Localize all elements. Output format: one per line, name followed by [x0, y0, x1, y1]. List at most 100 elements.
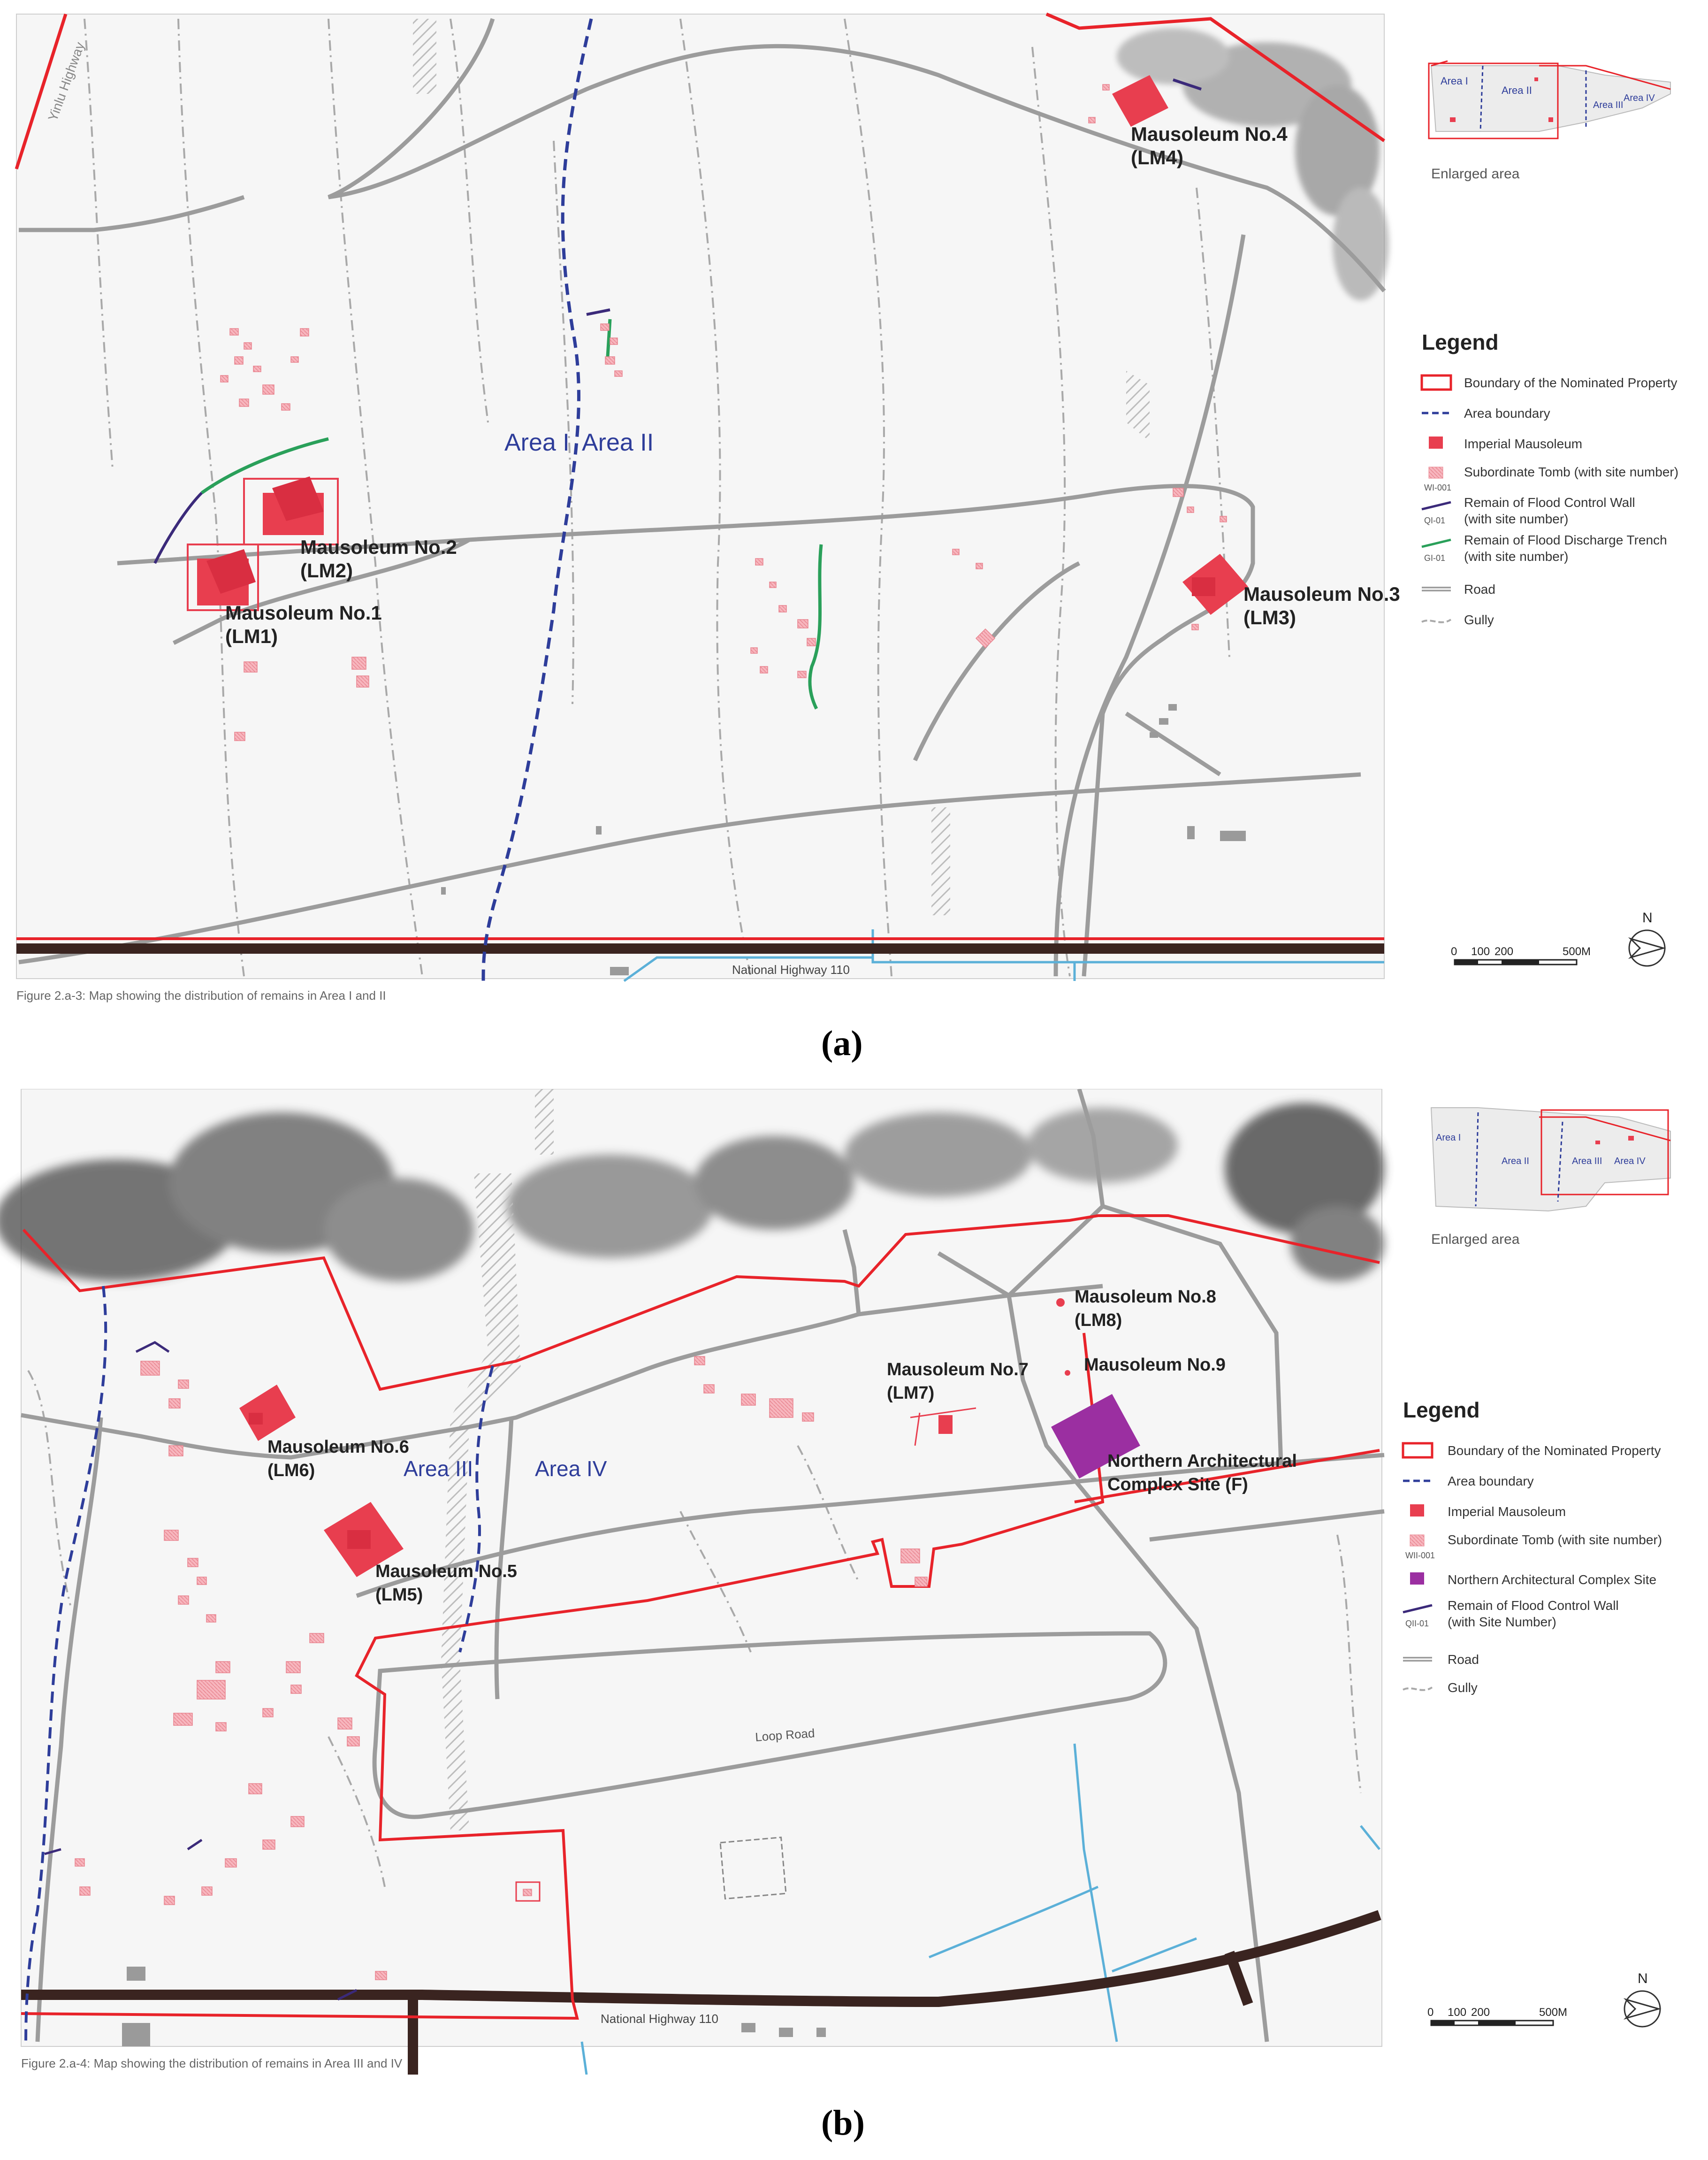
legend-b-label-2: Imperial Mausoleum	[1448, 1504, 1566, 1519]
scale-bar-b: 0 100 200 500M	[1427, 2006, 1567, 2026]
legend-a-label-2: Imperial Mausoleum	[1464, 437, 1582, 451]
legend-a-label-7: Gully	[1464, 613, 1494, 627]
complex-label-line2: Complex Site (F)	[1107, 1475, 1248, 1494]
area-label-i: Area I	[504, 429, 570, 456]
gullies-b	[27, 1370, 1362, 1887]
legend-a-label-3: Subordinate Tomb (with site number)	[1464, 465, 1678, 479]
area-label-ii: Area II	[582, 429, 654, 456]
inset-b-area-3: Area III	[1572, 1156, 1602, 1166]
legend-a-label-0: Boundary of the Nominated Property	[1464, 375, 1677, 390]
inset-a-area-2: Area II	[1502, 84, 1532, 96]
hatched-zone	[413, 19, 436, 94]
hatched-zone	[931, 807, 950, 915]
inset-a-area-3: Area III	[1593, 100, 1623, 110]
lm7-code: (LM7)	[887, 1383, 934, 1403]
nominated-boundary	[15, 12, 1386, 170]
flood-trenches	[200, 319, 823, 710]
inset-a-area-1: Area I	[1441, 75, 1468, 87]
legend-b: Legend Boundary of the Nominated Propert…	[1402, 1398, 1662, 1695]
scale-bar-a: 0 100 200 500M	[1451, 945, 1591, 965]
mausoleum-lm9	[1065, 1370, 1070, 1376]
inset-b-area-4: Area IV	[1614, 1156, 1646, 1166]
inset-a-caption: Enlarged area	[1431, 166, 1520, 182]
north-arrow-icon: N	[1628, 910, 1666, 967]
legend-a-label-4b: (with site number)	[1464, 512, 1569, 526]
lm2-code: (LM2)	[300, 559, 353, 582]
figure-caption-a: Figure 2.a-3: Map showing the distributi…	[16, 988, 386, 1003]
north-a-label: N	[1642, 910, 1653, 926]
mausoleum-lm2	[243, 476, 339, 545]
complex-label-line1: Northern Architectural	[1107, 1451, 1297, 1471]
lm3-name: Mausoleum No.3	[1243, 583, 1400, 605]
north-arrow-icon: N	[1623, 1971, 1662, 2028]
legend-a: Legend Boundary of the Nominated Propert…	[1420, 330, 1678, 627]
legend-b-sub-5: QII-01	[1405, 1619, 1429, 1628]
legend-a-sub-4: QI-01	[1424, 516, 1445, 525]
lm4-name: Mausoleum No.4	[1131, 123, 1288, 145]
inset-map-a: Area I Area II Area III Area IV Enlarged…	[1428, 60, 1671, 182]
legend-b-label-4: Northern Architectural Complex Site	[1448, 1572, 1656, 1587]
legend-a-label-4: Remain of Flood Control Wall	[1464, 495, 1635, 510]
flood-walls-b	[44, 1341, 358, 2001]
inset-b-area-1: Area I	[1436, 1133, 1461, 1143]
map-panel-b: National Highway 110 Area III Area IV Lo…	[0, 1089, 1671, 2075]
mausoleum-lm7	[910, 1407, 976, 1446]
lm3-code: (LM3)	[1243, 606, 1296, 628]
legend-a-sub-3: WI-001	[1424, 483, 1451, 492]
boundary-north-b	[22, 1214, 1380, 1391]
buildings	[441, 704, 1246, 975]
lm1-code: (LM1)	[225, 625, 278, 647]
mausoleum-lm5	[324, 1502, 404, 1577]
inset-map-b: Area I Area II Area III Area IV Enlarged…	[1430, 1107, 1671, 1247]
scale-a-tick-0: 0	[1451, 945, 1457, 958]
lm2-name: Mausoleum No.2	[300, 536, 457, 558]
area-label-iv: Area IV	[535, 1456, 607, 1481]
hatched-zone	[1126, 371, 1150, 441]
lm7-name: Mausoleum No.7	[887, 1360, 1029, 1379]
area-label-iii: Area III	[404, 1456, 473, 1481]
subordinate-tombs-b	[75, 1356, 928, 1980]
lm4-code: (LM4)	[1131, 146, 1183, 169]
legend-a-sub-5: GI-01	[1424, 553, 1445, 563]
legend-a-label-1: Area boundary	[1464, 406, 1550, 421]
scale-b-tick-0: 0	[1427, 2006, 1434, 2019]
inset-b-area-2: Area II	[1502, 1156, 1529, 1166]
legend-b-sub-3: WII-001	[1405, 1551, 1435, 1560]
legend-b-label-5: Remain of Flood Control Wall	[1448, 1598, 1619, 1613]
north-b-label: N	[1638, 1971, 1648, 1986]
lm5-code: (LM5)	[375, 1585, 423, 1605]
subordinate-tombs	[220, 84, 1227, 741]
legend-b-label-1: Area boundary	[1448, 1474, 1534, 1488]
northern-complex-site	[1051, 1394, 1140, 1478]
lm6-name: Mausoleum No.6	[267, 1437, 409, 1457]
lm9-name: Mausoleum No.9	[1084, 1355, 1226, 1375]
scale-b-tick-3: 500M	[1539, 2006, 1567, 2019]
legend-b-label-7: Gully	[1448, 1680, 1478, 1695]
roads-b	[21, 1089, 1385, 2042]
area-boundary-line	[481, 18, 593, 981]
scale-b-tick-2: 200	[1471, 2006, 1490, 2019]
legend-b-title: Legend	[1403, 1398, 1480, 1422]
inset-a-area-4: Area IV	[1624, 93, 1655, 103]
roads	[18, 18, 1386, 977]
legend-b-label-0: Boundary of the Nominated Property	[1448, 1443, 1661, 1458]
mausoleum-lm3	[1182, 554, 1248, 615]
legend-b-label-3: Subordinate Tomb (with site number)	[1448, 1532, 1662, 1547]
boundary-south-b	[21, 1333, 1105, 2020]
figure-caption-b: Figure 2.a-4: Map showing the distributi…	[21, 2056, 403, 2070]
scale-a-tick-3: 500M	[1563, 945, 1591, 958]
map-panel-a: National Highway 110 Yinlu Highway Area …	[15, 12, 1678, 1003]
buildings-b	[122, 1967, 826, 2046]
national-highway-label: National Highway 110	[732, 963, 850, 977]
lm5-name: Mausoleum No.5	[375, 1562, 517, 1581]
mausoleum-lm8	[1056, 1298, 1065, 1307]
legend-b-label-5b: (with Site Number)	[1448, 1615, 1556, 1629]
legend-a-label-5: Remain of Flood Discharge Trench	[1464, 533, 1667, 547]
inset-b-caption: Enlarged area	[1431, 1232, 1520, 1247]
national-highway	[16, 943, 1384, 954]
lm8-name: Mausoleum No.8	[1075, 1287, 1216, 1307]
scale-b-tick-1: 100	[1448, 2006, 1466, 2019]
legend-a-label-5b: (with site number)	[1464, 549, 1569, 564]
lm8-code: (LM8)	[1075, 1310, 1122, 1330]
legend-a-label-6: Road	[1464, 582, 1495, 597]
